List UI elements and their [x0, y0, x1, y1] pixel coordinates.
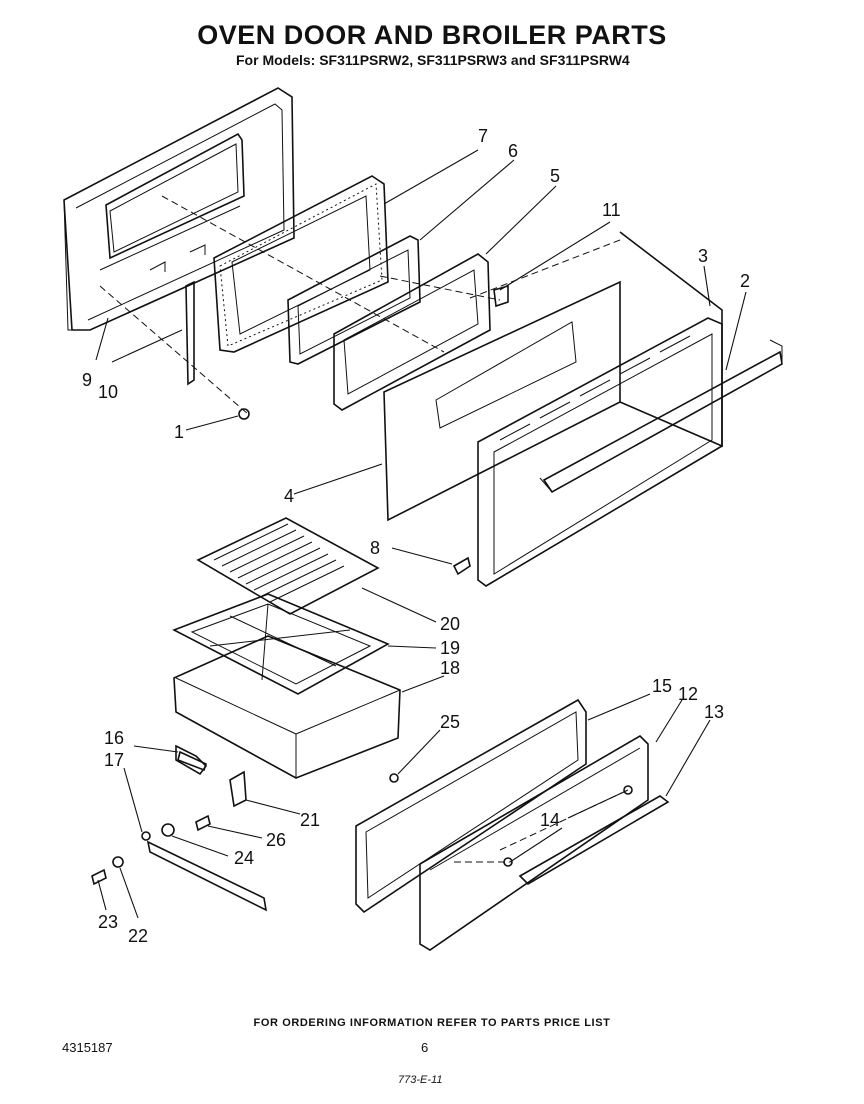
callout-3: 3	[698, 246, 708, 266]
callout-25: 25	[440, 712, 460, 732]
callout-13: 13	[704, 702, 724, 722]
alignment-lines	[99, 195, 629, 863]
callout-16: 16	[104, 728, 124, 748]
door-hardware	[185, 280, 509, 576]
door-handle	[539, 339, 783, 494]
callout-9: 9	[82, 370, 92, 390]
callout-20: 20	[440, 614, 460, 634]
page-title: OVEN DOOR AND BROILER PARTS	[197, 20, 667, 50]
callout-4: 4	[284, 486, 294, 506]
drawer-front-panel	[419, 734, 649, 951]
callout-17: 17	[104, 750, 124, 770]
page-number: 6	[421, 1040, 429, 1055]
window-pack-frame	[333, 253, 491, 411]
inner-door-liner	[477, 231, 723, 587]
callout-12: 12	[678, 684, 698, 704]
inner-glass-frame	[287, 235, 421, 365]
callout-8: 8	[370, 538, 380, 558]
drawer-back-panel	[355, 698, 587, 914]
callout-6: 6	[508, 141, 518, 161]
drawer-trim-strip	[518, 795, 670, 886]
callout-10: 10	[98, 382, 118, 402]
callout-26: 26	[266, 830, 286, 850]
callout-24: 24	[234, 848, 254, 868]
callout-19: 19	[440, 638, 460, 658]
leader-lines	[95, 149, 747, 919]
callout-21: 21	[300, 810, 320, 830]
callout-5: 5	[550, 166, 560, 186]
outer-door-panel	[63, 87, 295, 331]
callout-18: 18	[440, 658, 460, 678]
callout-15: 15	[652, 676, 672, 696]
callout-23: 23	[98, 912, 118, 932]
callout-22: 22	[128, 926, 148, 946]
callout-11: 11	[602, 200, 621, 220]
ordering-note: FOR ORDERING INFORMATION REFER TO PARTS …	[253, 1017, 611, 1029]
drawer-slide-rail	[91, 750, 633, 912]
callout-7: 7	[478, 126, 488, 146]
callout-numbers: 1 2 3 4 5 6 7 8 9 10 11 12 13 14 15 16 1…	[82, 126, 750, 946]
door-gasket	[213, 175, 389, 353]
broiler-grid	[196, 517, 380, 615]
broiler-pan-insert	[172, 593, 390, 695]
inner-glass-panel	[383, 280, 621, 522]
callout-14: 14	[540, 810, 560, 830]
broiler-pan	[173, 635, 401, 779]
callout-1: 1	[174, 422, 184, 442]
model-list: For Models: SF311PSRW2, SF311PSRW3 and S…	[236, 52, 630, 68]
callout-2: 2	[740, 271, 750, 291]
document-number: 4315187	[62, 1040, 113, 1055]
revision-code: 773-E-11	[398, 1074, 443, 1086]
